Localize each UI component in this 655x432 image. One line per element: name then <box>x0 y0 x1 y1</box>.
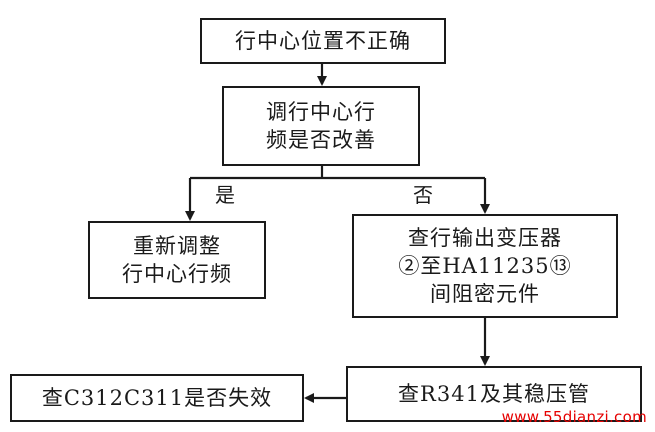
node-n6-line-1: 查C312C311是否失效 <box>41 386 273 410</box>
node-n3-line-1: 重新调整 <box>133 234 221 258</box>
node-n5: 查R341及其稳压管 <box>346 366 642 422</box>
node-n4-line-1: 查行输出变压器 <box>408 226 562 250</box>
node-n6: 查C312C311是否失效 <box>10 374 304 422</box>
node-n4-line-3: 间阻密元件 <box>430 282 540 306</box>
node-n2-line-2: 频是否改善 <box>266 128 376 152</box>
node-n3: 重新调整 行中心行频 <box>88 221 266 299</box>
node-n4: 查行输出变压器 ②至HA11235⑬ 间阻密元件 <box>352 214 618 318</box>
edge-label-no: 否 <box>413 183 433 207</box>
node-n5-line-1: 查R341及其稳压管 <box>398 382 590 406</box>
node-n2-line-1: 调行中心行 <box>266 100 376 124</box>
node-n4-line-2: ②至HA11235⑬ <box>398 254 572 278</box>
node-n1-line-1: 行中心位置不正确 <box>235 29 411 53</box>
node-n2: 调行中心行 频是否改善 <box>222 86 420 166</box>
watermark-text: www.55dianzi.com <box>501 408 647 426</box>
node-n3-line-2: 行中心行频 <box>122 262 232 286</box>
edge-label-yes: 是 <box>215 183 235 207</box>
node-n1: 行中心位置不正确 <box>200 18 446 64</box>
